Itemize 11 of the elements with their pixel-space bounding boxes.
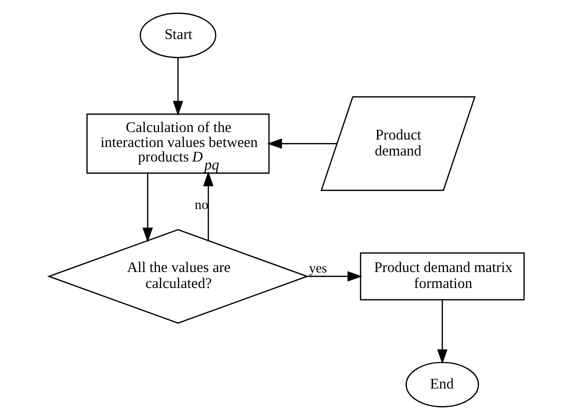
arrow [306, 271, 362, 282]
arrow [436, 300, 447, 364]
arrow [202, 171, 213, 240]
arrow [142, 173, 152, 242]
node-ellipse: End [405, 362, 479, 408]
arrow [266, 138, 336, 149]
node-diamond: All the values are calculated? [46, 229, 308, 324]
node-box: Product demand matrix formation [359, 252, 524, 300]
edge-label: yes [308, 260, 326, 276]
arrow [172, 58, 183, 116]
node-ellipse: Start [139, 12, 216, 58]
